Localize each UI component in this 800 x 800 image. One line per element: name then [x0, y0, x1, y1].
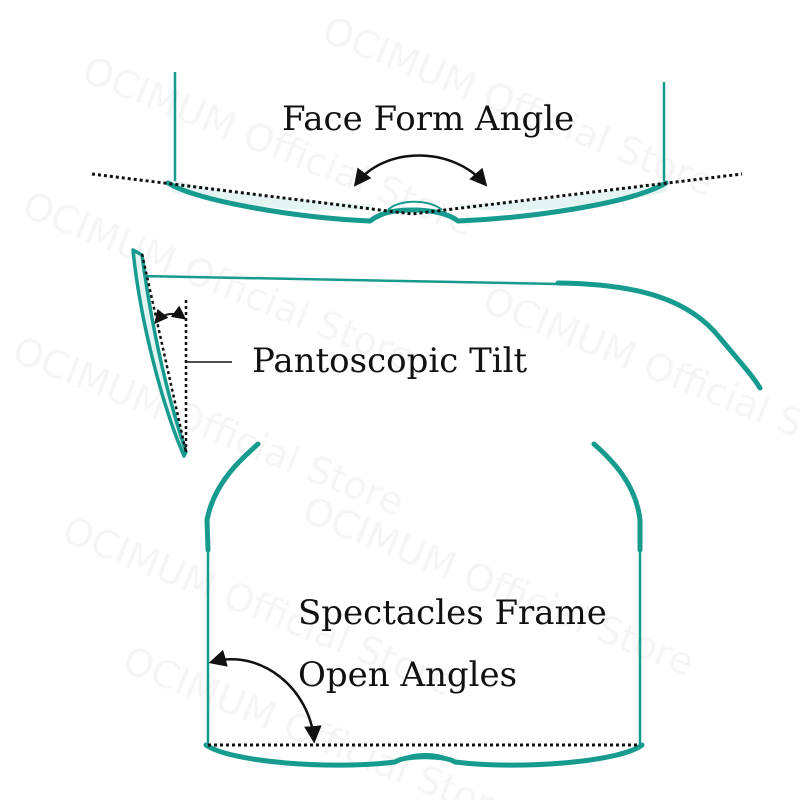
- face-form-angle-label: Face Form Angle: [282, 99, 574, 139]
- open-front-frame: [203, 742, 645, 768]
- face-form-angle-arrow: [353, 154, 488, 187]
- pantoscopic-tilt-label: Pantoscopic Tilt: [252, 341, 528, 381]
- face-form-figure: Face Form Angle: [91, 72, 743, 224]
- left-lens: [170, 180, 375, 211]
- open-angles-figure: Spectacles Frame Open Angles: [203, 441, 645, 768]
- tilt-lens-reference: [140, 253, 188, 453]
- open-bridge: [399, 753, 451, 761]
- right-open-temple-curve: [591, 441, 643, 553]
- left-open-temple-curve: [204, 441, 261, 553]
- side-temple-thin: [139, 274, 559, 286]
- open-angle-arrow: [208, 649, 322, 744]
- front-frame: [165, 180, 669, 224]
- open-angles-label-line1: Spectacles Frame: [298, 593, 607, 633]
- side-temple-tip: [555, 280, 763, 391]
- pantoscopic-figure: Pantoscopic Tilt: [131, 248, 763, 458]
- bridge: [387, 200, 443, 211]
- tilt-angle-arrow: [154, 305, 187, 325]
- open-angles-label-line2: Open Angles: [298, 655, 517, 695]
